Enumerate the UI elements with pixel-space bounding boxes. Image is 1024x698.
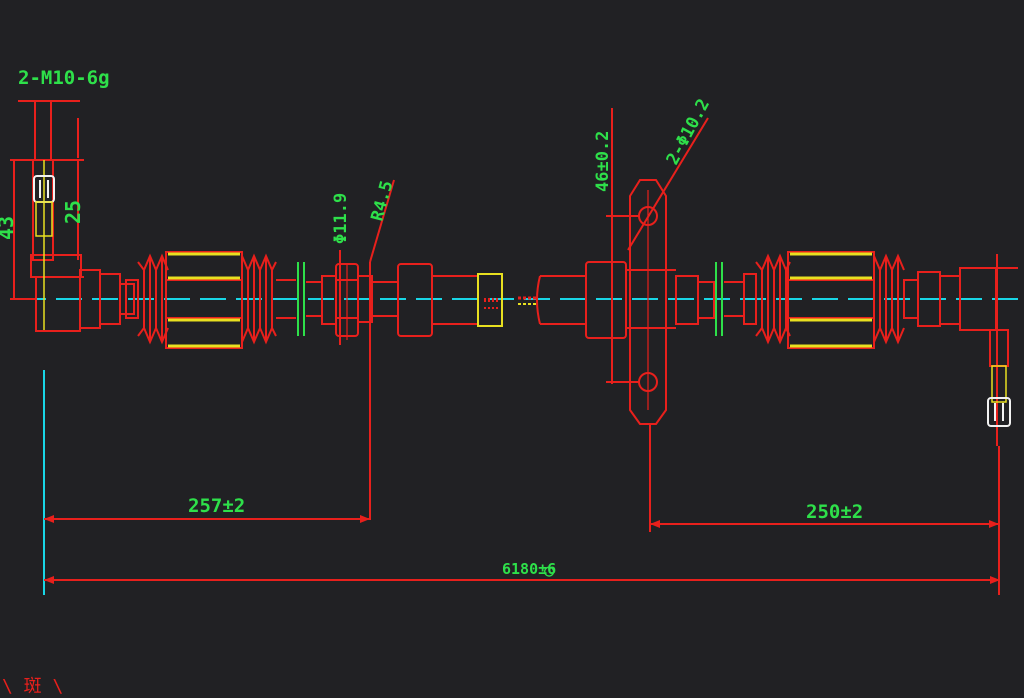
left-thread-end (477, 273, 503, 327)
left-sleeve-highlight (168, 252, 240, 348)
left-clip (297, 262, 305, 336)
right-cable-run (536, 261, 715, 339)
overall-symbol: ○ (544, 561, 555, 581)
overall-length: 6180±6 (502, 560, 556, 578)
left-bellows (125, 251, 296, 349)
left-eye-icon (33, 175, 55, 237)
right-length: 250±2 (806, 501, 863, 523)
diameter-callout: Φ11.9 (331, 193, 351, 244)
right-clip (715, 262, 723, 336)
right-sleeve-highlight (790, 252, 872, 348)
bracket-offset: 25 (61, 200, 85, 224)
left-adjuster (306, 263, 478, 340)
left-length: 257±2 (188, 495, 245, 517)
right-end-fitting (903, 254, 1018, 446)
bracket-height: 43 (0, 216, 18, 240)
cable-break (518, 296, 538, 305)
right-eye-icon (987, 365, 1011, 427)
corner-note: \ 斑 \ (2, 676, 63, 694)
clamp-spacing: 46±0.2 (593, 131, 613, 192)
right-bellows (724, 251, 905, 349)
thread-callout: 2-M10-6g (18, 67, 110, 89)
dimension-lines (10, 100, 1000, 595)
